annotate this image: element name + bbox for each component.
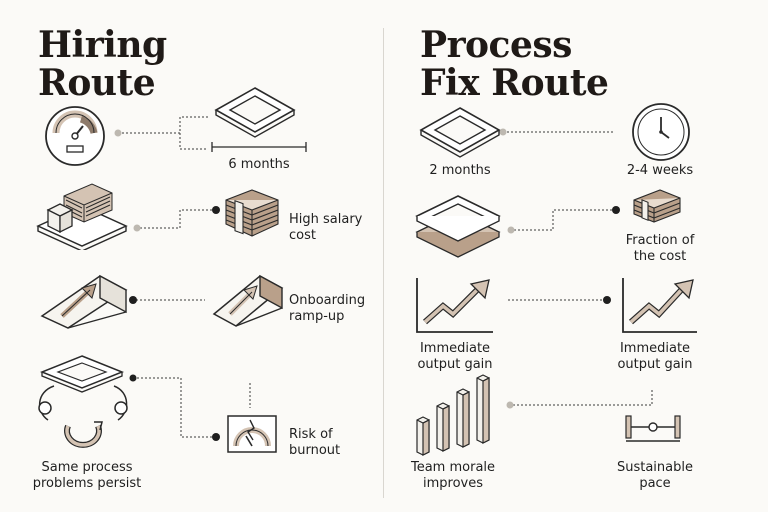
- process-cycle-loop-icon: [34, 352, 134, 452]
- immediate-output-gain-label-a: Immediate output gain: [417, 341, 493, 372]
- duration-2-months-label: 2 months: [429, 163, 491, 178]
- column-divider: [383, 28, 384, 498]
- hiring-route-title: Hiring Route: [38, 26, 167, 102]
- high-salary-cost-label: High salary cost: [289, 212, 363, 243]
- speedometer-icon: [44, 105, 106, 167]
- risk-of-burnout-label: Risk of burnout: [289, 427, 341, 458]
- sustainable-pace-label: Sustainable pace: [616, 460, 693, 491]
- stacked-frame-icon: [413, 192, 503, 258]
- fraction-of-cost-label: Fraction of the cost: [625, 233, 695, 264]
- ramp-arrow-icon: [38, 270, 130, 332]
- broken-gauge-icon: [226, 414, 278, 454]
- timeline-bracket-icon: [211, 141, 307, 153]
- rising-bars-icon: [413, 372, 503, 456]
- cash-stack-icon: [222, 186, 282, 240]
- duration-2-4-weeks-label: 2-4 weeks: [626, 163, 694, 178]
- ramp-arrow-icon-tan: [210, 270, 286, 330]
- growth-chart-icon: [413, 276, 495, 336]
- hiring-title-line2: Route: [38, 62, 156, 104]
- team-morale-improves-label: Team morale improves: [410, 460, 496, 491]
- growth-chart-icon-2: [619, 276, 699, 336]
- process-fix-route-title: Process Fix Route: [420, 24, 609, 104]
- small-cash-stack-icon: [630, 188, 684, 226]
- square-frame-icon-2: [417, 104, 503, 160]
- same-process-problems-label: Same process problems persist: [32, 460, 142, 491]
- process-title-line1: Process: [420, 24, 572, 66]
- clock-icon: [631, 102, 691, 162]
- process-title-line2: Fix Route: [420, 62, 609, 104]
- square-frame-icon: [212, 84, 298, 140]
- money-stack-platform-icon: [34, 180, 130, 250]
- onboarding-ramp-up-label: Onboarding ramp-up: [289, 293, 366, 324]
- hiring-title-line1: Hiring: [38, 24, 167, 66]
- immediate-output-gain-label-b: Immediate output gain: [617, 341, 693, 372]
- balanced-pace-icon: [622, 412, 684, 444]
- duration-6-months-label: 6 months: [228, 157, 290, 172]
